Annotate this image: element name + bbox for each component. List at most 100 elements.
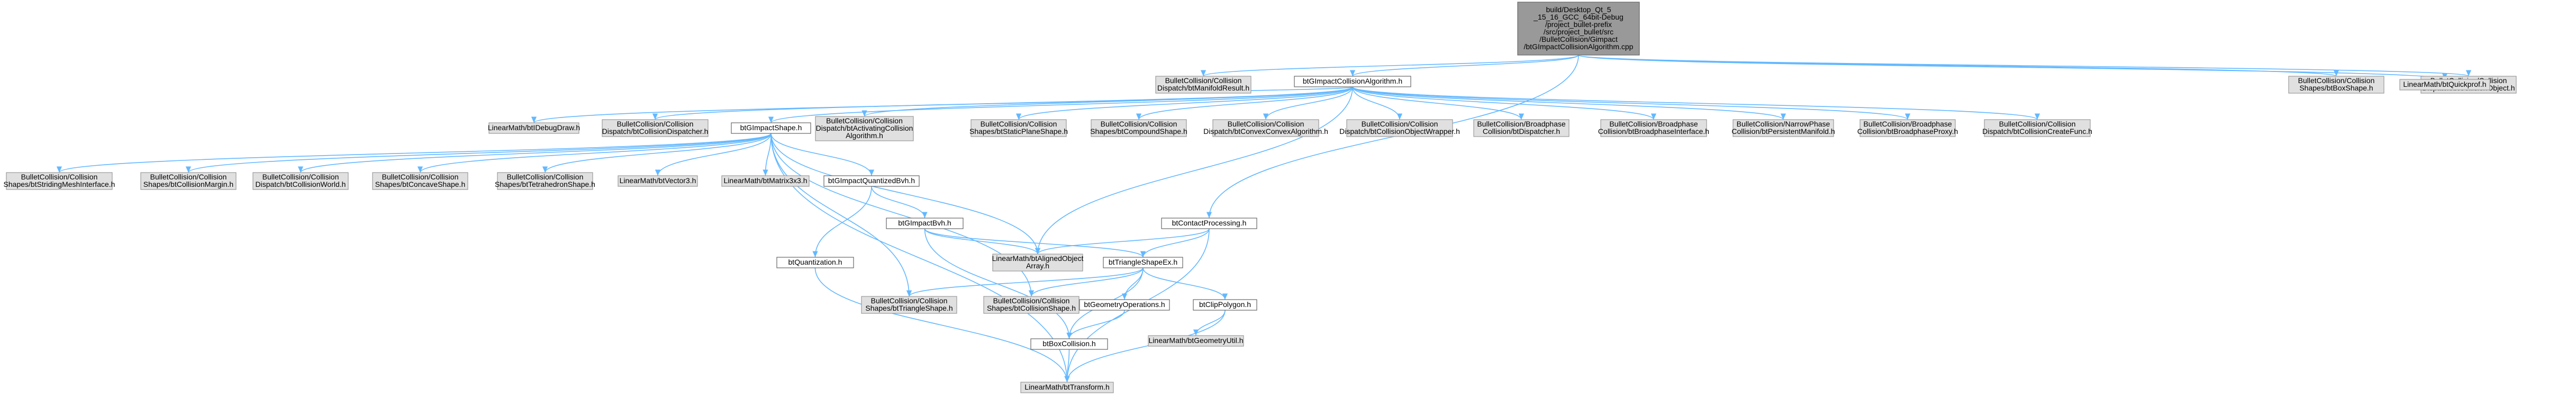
node-box (618, 175, 698, 187)
node-create-func[interactable]: BulletCollision/CollisionDispatch/btColl… (1982, 119, 2092, 137)
edge-algo_h-to-aligned_array (1035, 86, 1353, 255)
node-collision-shape[interactable]: BulletCollision/CollisionShapes/btCollis… (983, 296, 1080, 314)
node-matrix3x3[interactable]: LinearMath/btMatrix3x3.h (721, 175, 810, 187)
node-label: LinearMath/btIDebugDraw.h (488, 123, 580, 132)
node-box (1294, 76, 1411, 87)
node-broadphase-proxy[interactable]: BulletCollision/BroadphaseCollision/btBr… (1857, 119, 1958, 137)
edge-root-to-box_shape (1578, 55, 2339, 77)
node-geometry-util[interactable]: LinearMath/btGeometryUtil.h (1148, 335, 1244, 347)
node-manifold-result[interactable]: BulletCollision/CollisionDispatch/btMani… (1155, 76, 1251, 94)
node-label: btGImpactBvh.h (898, 219, 951, 227)
node-box-collision[interactable]: btBoxCollision.h (1030, 338, 1108, 350)
edge-quantized_bvh-to-gimpact_bvh (871, 186, 928, 219)
node-collision-world[interactable]: BulletCollision/CollisionDispatch/btColl… (252, 172, 349, 190)
node-label: /src/project_bullet/src (1544, 28, 1613, 36)
node-label: LinearMath/btVector3.h (620, 176, 696, 185)
edge-algo_h-to-broadphase_iface (1352, 86, 1656, 120)
node-collision-margin[interactable]: BulletCollision/CollisionShapes/btCollis… (140, 172, 237, 190)
node-label: build/Desktop_Qt_5 (1546, 5, 1611, 14)
node-box (1346, 119, 1453, 137)
edge-triangle_shape_ex-to-collision_shape (1028, 267, 1144, 297)
node-label: BulletCollision/Collision (1999, 120, 2076, 128)
node-static-plane[interactable]: BulletCollision/CollisionShapes/btStatic… (969, 119, 1068, 137)
node-persistent-manifold[interactable]: BulletCollision/NarrowPhaseCollision/btP… (1731, 119, 1835, 137)
node-label: Shapes/btBoxShape.h (2299, 84, 2373, 92)
node-label: btGImpactCollisionAlgorithm.h (1303, 77, 1402, 85)
node-root[interactable]: build/Desktop_Qt_5_15_16_GCC_64bit-Debug… (1517, 2, 1640, 56)
node-activating-algo[interactable]: BulletCollision/CollisionDispatch/btActi… (815, 116, 914, 141)
node-box (1020, 382, 1114, 393)
edge-algo_h-to-static_plane (1016, 86, 1353, 120)
node-label: Shapes/btStaticPlaneShape.h (969, 127, 1068, 136)
node-algo-h[interactable]: btGImpactCollisionAlgorithm.h (1294, 76, 1411, 87)
node-label: BulletCollision/Collision (617, 120, 694, 128)
dependency-edges (57, 55, 2471, 383)
node-box (1600, 119, 1707, 137)
edge-contact_processing-to-aligned_array (1035, 228, 1210, 255)
node-box (1103, 257, 1183, 268)
node-vector3[interactable]: LinearMath/btVector3.h (618, 175, 698, 187)
node-gimpact-bvh[interactable]: btGImpactBvh.h (886, 218, 964, 229)
edge-root-to-quickprof (1578, 55, 2447, 80)
node-label: BulletCollision/Collision (871, 296, 948, 305)
node-transform[interactable]: LinearMath/btTransform.h (1020, 382, 1114, 393)
node-label: Shapes/btStridingMeshInterface.h (4, 180, 115, 188)
node-contact-processing[interactable]: btContactProcessing.h (1161, 218, 1257, 229)
node-box (776, 257, 854, 268)
node-convex-convex[interactable]: BulletCollision/CollisionDispatch/btConv… (1203, 119, 1328, 137)
node-box-shape[interactable]: BulletCollision/CollisionShapes/btBoxSha… (2288, 76, 2384, 94)
node-label: BulletCollision/Collision (1362, 120, 1438, 128)
node-quantized-bvh[interactable]: btGImpactQuantizedBvh.h (823, 175, 920, 187)
node-clip-polygon[interactable]: btClipPolygon.h (1193, 299, 1257, 311)
node-label: /btGImpactCollisionAlgorithm.cpp (1524, 42, 1634, 51)
node-object-wrapper[interactable]: BulletCollision/CollisionDispatch/btColl… (1339, 119, 1460, 137)
node-label: Algorithm.h (846, 131, 883, 140)
edge-gimpact_shape-to-vector3 (655, 133, 772, 176)
node-label: BulletCollision/Collision (1228, 120, 1304, 128)
edge-gimpact_shape-to-matrix3x3 (763, 133, 772, 176)
node-striding-mesh[interactable]: BulletCollision/CollisionShapes/btStridi… (4, 172, 115, 190)
edge-root-to-algo_h (1350, 55, 1579, 77)
node-dispatcher[interactable]: BulletCollision/BroadphaseCollision/btDi… (1473, 119, 1570, 137)
node-collision-dispatcher[interactable]: BulletCollision/CollisionDispatch/btColl… (602, 119, 709, 137)
node-concave-shape[interactable]: BulletCollision/CollisionShapes/btConcav… (372, 172, 468, 190)
node-label: BulletCollision/Collision (1101, 120, 1177, 128)
node-box (1030, 338, 1108, 350)
node-label: Dispatch/btActivatingCollision (816, 124, 913, 132)
node-box (1473, 119, 1570, 137)
edge-gimpact_bvh-to-triangle_shape_ex (924, 228, 1146, 258)
node-broadphase-iface[interactable]: BulletCollision/BroadphaseCollision/btBr… (1598, 119, 1709, 137)
node-label: Dispatch/btManifoldResult.h (1157, 84, 1249, 92)
node-box (815, 116, 914, 141)
node-label: btGImpactShape.h (740, 123, 802, 132)
node-quickprof[interactable]: LinearMath/btQuickprof.h (2399, 79, 2490, 91)
edge-algo_h-to-compound_shape (1136, 86, 1353, 120)
node-label: btContactProcessing.h (1172, 219, 1247, 227)
node-label: LinearMath/btMatrix3x3.h (724, 176, 808, 185)
edge-triangle_shape_ex-to-clip_polygon (1142, 267, 1228, 300)
node-compound-shape[interactable]: BulletCollision/CollisionShapes/btCompou… (1090, 119, 1187, 137)
node-box (2399, 79, 2490, 91)
node-quantization[interactable]: btQuantization.h (776, 257, 854, 268)
node-label: LinearMath/btTransform.h (1024, 383, 1110, 391)
node-triangle-shape[interactable]: BulletCollision/CollisionShapes/btTriang… (861, 296, 957, 314)
node-geometry-ops[interactable]: btGeometryOperations.h (1079, 299, 1170, 311)
node-box (1517, 2, 1640, 56)
edge-gimpact_shape-to-striding_mesh (57, 133, 772, 173)
node-triangle-shape-ex[interactable]: btTriangleShapeEx.h (1103, 257, 1183, 268)
node-gimpact-shape[interactable]: btGImpactShape.h (731, 122, 811, 134)
node-tetrahedron[interactable]: BulletCollision/CollisionShapes/btTetrah… (495, 172, 595, 190)
node-label: BulletCollision/Collision (382, 173, 459, 181)
node-label: Array.h (1026, 261, 1049, 270)
node-label: LinearMath/btGeometryUtil.h (1149, 336, 1244, 345)
node-label: BulletCollision/Collision (507, 173, 584, 181)
node-box (1148, 335, 1244, 347)
node-debug-draw[interactable]: LinearMath/btIDebugDraw.h (488, 122, 580, 134)
node-label: /project_bullet-prefix (1545, 20, 1612, 29)
node-label: Shapes/btCompoundShape.h (1090, 127, 1187, 136)
node-label: Dispatch/btCollisionCreateFunc.h (1982, 127, 2092, 136)
edge-algo_h-to-create_func (1352, 86, 2040, 120)
node-label: Dispatch/btCollisionWorld.h (256, 180, 346, 188)
edge-gimpact_shape-to-collision_shape (770, 133, 1035, 297)
